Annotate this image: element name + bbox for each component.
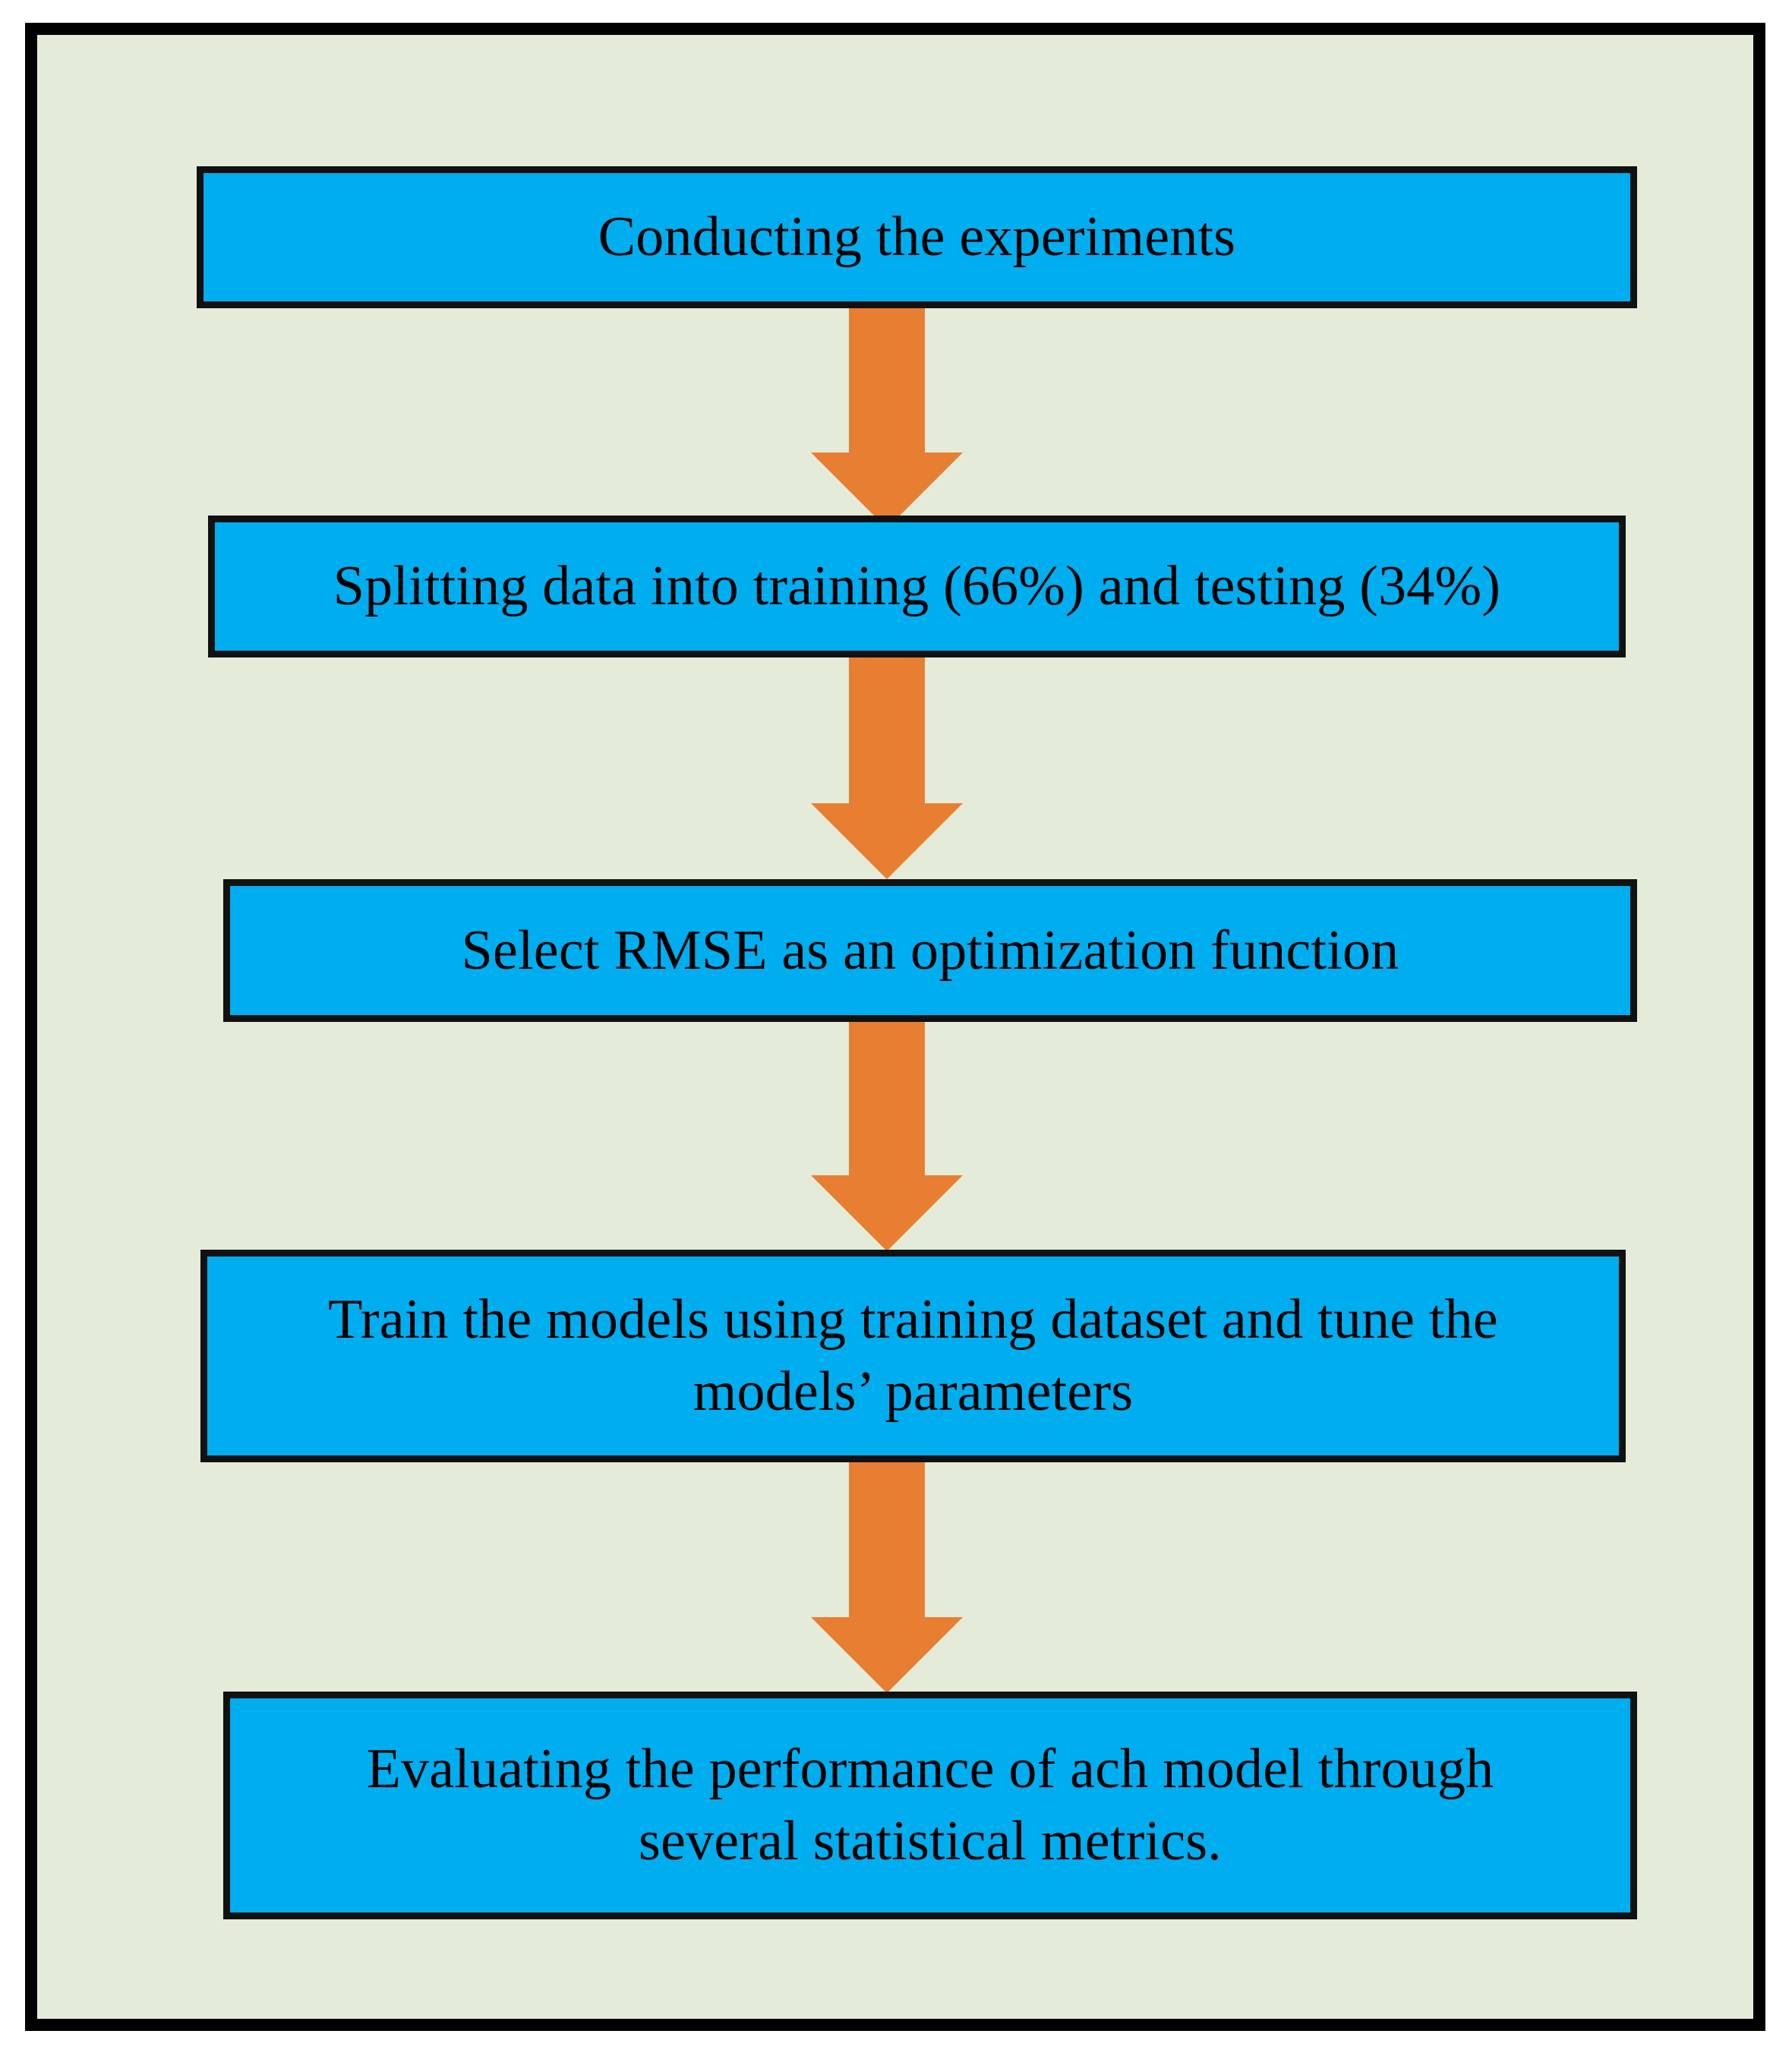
flow-node-label: Conducting the experiments xyxy=(598,206,1236,269)
flow-node-line-2: several statistical metrics. xyxy=(639,1810,1222,1872)
arrow-down-icon xyxy=(811,656,963,879)
flow-node-evaluate-performance[interactable]: Evaluating the performance of ach model … xyxy=(223,1692,1637,1919)
arrow-down-icon xyxy=(811,1461,963,1693)
flow-node-select-rmse[interactable]: Select RMSE as an optimization function xyxy=(223,879,1637,1022)
flow-arrow-2 xyxy=(811,656,963,879)
diagram-frame: Conducting the experiments Splitting dat… xyxy=(25,23,1765,2031)
arrow-down-icon xyxy=(811,1020,963,1251)
flow-node-train-models[interactable]: Train the models using training dataset … xyxy=(200,1250,1626,1462)
flow-arrow-1 xyxy=(811,307,963,528)
flow-arrow-4 xyxy=(811,1461,963,1693)
flow-node-line-1: Evaluating the performance of ach model … xyxy=(366,1738,1494,1801)
flow-node-line-2: models’ parameters xyxy=(693,1361,1134,1423)
flow-node-splitting-data[interactable]: Splitting data into training (66%) and t… xyxy=(208,516,1626,657)
flow-node-label: Select RMSE as an optimization function xyxy=(461,919,1399,982)
flow-arrow-3 xyxy=(811,1020,963,1251)
flow-node-line-1: Train the models using training dataset … xyxy=(328,1288,1498,1351)
arrow-down-icon xyxy=(811,307,963,528)
flow-node-conducting-the-experiments[interactable]: Conducting the experiments xyxy=(197,166,1637,308)
flow-node-label: Evaluating the performance of ach model … xyxy=(250,1733,1611,1877)
flow-node-label: Train the models using training dataset … xyxy=(227,1284,1599,1427)
flow-node-label: Splitting data into training (66%) and t… xyxy=(333,555,1501,618)
